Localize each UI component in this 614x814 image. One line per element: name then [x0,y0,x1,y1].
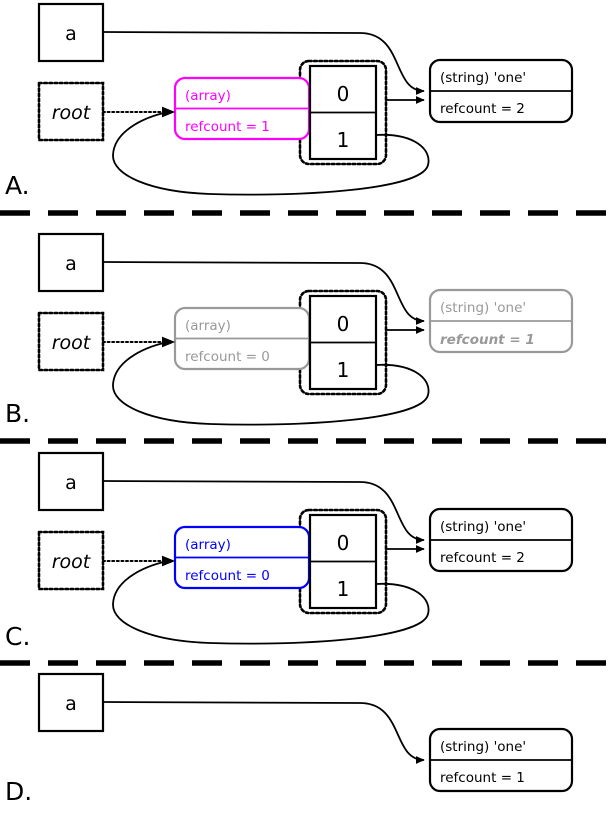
panel-a-variable-box[interactable]: a [37,2,105,63]
panel-d-label: D. [5,777,32,806]
panel-c-variable-box[interactable]: a [37,451,105,512]
panel-b-variable-label: a [65,253,77,275]
panel-a-label: A. [5,171,30,200]
panel-b-cell-1: 1 [337,358,350,382]
panel-b-string-type-label: (string) 'one' [440,300,526,316]
panel-d: a (string) 'one' refcount = 1 D. [5,672,574,806]
panel-b-array-node[interactable]: (array) refcount = 0 [173,306,311,371]
panel-c-root-label: root [52,551,92,573]
panel-c-cell-0: 0 [337,531,350,555]
panel-d-edge-a-to-string [102,701,425,764]
panel-d-variable-box[interactable]: a [37,672,105,733]
panel-d-string-refcount: refcount = 1 [440,770,525,786]
panel-a-string-node[interactable]: (string) 'one' refcount = 2 [428,58,574,124]
panel-b-edge-a-to-string [102,261,425,325]
panel-b-cell-0: 0 [337,312,350,336]
panel-a: a root (array) refcount = 1 0 1 (string) [5,2,574,200]
panel-b-edge-cell1-to-array [112,341,430,426]
panel-b-string-refcount: refcount = 1 [440,332,535,348]
panel-c-edge-cell1-to-array [112,560,430,645]
panel-a-array-refcount: refcount = 1 [185,119,270,135]
panel-c-array-type-label: (array) [185,537,231,553]
panel-b: a root (array) refcount = 0 0 1 (string)… [5,232,574,428]
panel-c-array-refcount: refcount = 0 [185,568,270,584]
panel-a-string-refcount: refcount = 2 [440,101,525,117]
panel-b-array-refcount: refcount = 0 [185,349,270,365]
panel-a-root-box[interactable]: root [37,81,105,142]
panel-c-root-box[interactable]: root [37,530,105,591]
panel-a-root-label: root [52,102,92,124]
panel-b-string-node[interactable]: (string) 'one' refcount = 1 [428,288,574,354]
panel-c-string-refcount: refcount = 2 [440,550,525,566]
panel-b-root-box[interactable]: root [37,311,105,372]
panel-a-array-cells[interactable]: 0 1 [308,64,378,161]
panel-c-variable-label: a [65,472,77,494]
panel-c-label: C. [5,622,30,651]
panel-d-string-node[interactable]: (string) 'one' refcount = 1 [428,727,574,793]
panel-a-array-type-label: (array) [185,88,231,104]
panel-a-cell-0: 0 [337,82,350,106]
panel-b-variable-box[interactable]: a [37,232,105,293]
panel-a-edge-cell1-to-array [112,111,430,196]
panel-a-cell-1: 1 [337,128,350,152]
panel-a-arrowhead-loop [162,106,175,118]
panel-b-arrowhead-loop [162,336,175,348]
panel-c-array-node[interactable]: (array) refcount = 0 [173,525,311,590]
panel-c-string-node[interactable]: (string) 'one' refcount = 2 [428,507,574,573]
panel-a-string-type-label: (string) 'one' [440,70,526,86]
panel-c-cell-1: 1 [337,577,350,601]
panel-c-arrowhead-loop [162,555,175,567]
panel-c-edge-a-to-string [102,480,425,544]
panel-a-array-node[interactable]: (array) refcount = 1 [173,76,311,141]
panel-b-root-label: root [52,332,92,354]
panel-c: a root (array) refcount = 0 0 1 (string)… [5,451,574,651]
panel-b-label: B. [5,399,30,428]
panel-b-array-type-label: (array) [185,318,231,334]
panel-a-edge-a-to-string [102,31,425,95]
panel-d-string-type-label: (string) 'one' [440,739,526,755]
panel-c-array-cells[interactable]: 0 1 [308,513,378,610]
panel-c-string-type-label: (string) 'one' [440,519,526,535]
panel-b-array-cells[interactable]: 0 1 [308,294,378,391]
panel-a-variable-label: a [65,23,77,45]
panel-d-variable-label: a [65,693,77,715]
